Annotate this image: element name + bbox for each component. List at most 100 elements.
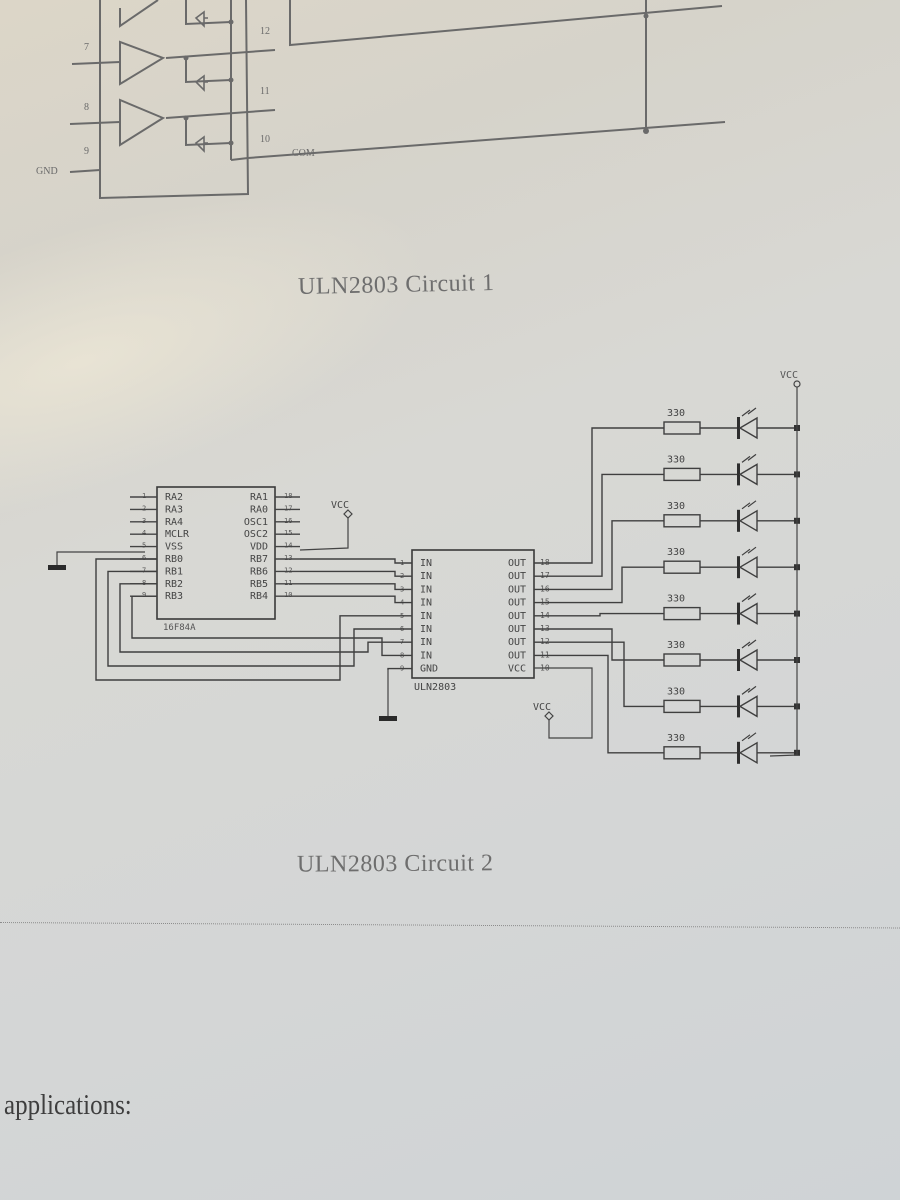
resistor-icon (663, 467, 701, 482)
led-light-arrows-icon (741, 407, 757, 417)
signal-wire (119, 583, 412, 653)
driver-pin-label: OUT (508, 558, 526, 569)
resistor-value: 330 (667, 594, 685, 605)
mcu-body (156, 486, 276, 620)
mcu-part-label: 16F84A (163, 623, 196, 633)
driver-pin-label: OUT (508, 611, 526, 622)
circuit1-pin-label: 11 (260, 86, 270, 97)
mcu-vss-wire (56, 551, 145, 568)
led-channel: 330 (534, 593, 800, 625)
resistor-icon (663, 606, 701, 621)
driver-pin-label: IN (420, 624, 432, 635)
driver-pin-label: IN (420, 650, 432, 661)
led-channel: 330 (534, 453, 800, 577)
circuit1-diagram (69, 0, 726, 200)
mcu-pin-label: RB3 (165, 591, 183, 602)
driver-pin-label: GND (420, 664, 438, 675)
clamp-diode-icon (194, 135, 208, 153)
mcu-pin-label: RB0 (165, 554, 183, 565)
mcu-pin-label: RA1 (250, 492, 268, 503)
mcu-pin-label: RA0 (250, 504, 268, 515)
circuit1-clamp-7 (185, 58, 232, 84)
led-common-rail (769, 387, 798, 757)
output-wire (534, 520, 664, 591)
driver-pin-label: IN (420, 637, 432, 648)
output-wire (534, 473, 664, 577)
circuit1-diodes (194, 10, 208, 153)
led-channel: 330 (534, 628, 800, 672)
clamp-diode-icon (194, 74, 208, 92)
circuit1-input-8 (69, 121, 121, 125)
led-icon (738, 463, 758, 486)
driver-pin-label: OUT (508, 624, 526, 635)
led-cathode-bar (737, 509, 740, 532)
led-cathode-bar (737, 602, 740, 625)
mcu-pin-label: VSS (165, 542, 183, 553)
mcu-pin-label: RB7 (250, 554, 268, 565)
signal-wire (300, 570, 412, 577)
mcu-pin-label: RA4 (165, 517, 183, 528)
driver-pin-label: OUT (508, 571, 526, 582)
vcc-symbol-led-rail (769, 380, 801, 757)
resistor-icon (663, 699, 701, 714)
led-light-arrows-icon (741, 500, 757, 510)
driver-part-label: ULN2803 (414, 682, 456, 693)
driver-pin-label: IN (420, 571, 432, 582)
signal-wire (107, 570, 412, 667)
driver-body (411, 549, 535, 679)
circuit1-pin-label: 12 (260, 26, 270, 37)
circuit1-ic-body (99, 0, 250, 200)
circuit1-output-7 (165, 49, 276, 59)
driver-pin-label: VCC (508, 664, 526, 675)
led-cathode-bar (737, 741, 740, 764)
vcc-terminal-icon (544, 711, 554, 721)
mcu-pin-number: 2 (142, 504, 146, 512)
mcu-pin-number: 7 (142, 566, 146, 574)
mcu-pin-number: 6 (142, 554, 146, 562)
mcu-pin-number: 18 (284, 492, 292, 500)
mcu-pin-label: RB1 (165, 566, 183, 577)
led-cathode-bar (737, 463, 740, 486)
led-light-arrows-icon (741, 453, 757, 463)
mcu-pin-label: VDD (250, 542, 268, 553)
circuit1-com-label: COM (292, 148, 315, 159)
mcu-pin-number: 8 (142, 579, 146, 587)
vcc-symbol-mcu (299, 509, 353, 551)
output-wire (534, 641, 664, 708)
mcu-pin-label: RB6 (250, 566, 268, 577)
mcu-pin-label: OSC2 (244, 529, 268, 540)
circuit1-buffer-8 (119, 98, 166, 147)
figure-caption-circuit-1: ULN2803 Circuit 1 (297, 269, 495, 301)
circuit1-input-7 (71, 61, 121, 65)
driver-pin-label: OUT (508, 584, 526, 595)
circuit1-pin-label: 8 (84, 102, 89, 113)
resistor-value: 330 (667, 640, 685, 651)
mcu-pin-number: 16 (284, 517, 292, 525)
ground-icon (379, 716, 397, 721)
signal-wire (300, 583, 412, 591)
led-cathode-bar (737, 417, 740, 439)
mcu-pin-number: 13 (284, 554, 292, 562)
led-light-arrows-icon (741, 732, 757, 742)
mcu-pin-number: 11 (284, 579, 292, 587)
resistor-icon (663, 746, 701, 760)
signal-wire (300, 558, 412, 564)
circuit1-gnd-line (69, 169, 101, 173)
resistor-value: 330 (667, 547, 685, 558)
clamp-diode-icon (194, 10, 208, 28)
resistor-icon (663, 653, 701, 667)
resistor-icon (663, 421, 701, 435)
mcu-pin-label: RB5 (250, 579, 268, 590)
circuit1-pin-label: 10 (260, 134, 270, 145)
mcu-pin-label: RA3 (165, 504, 183, 515)
mcu-pin-label: RA2 (165, 492, 183, 503)
led-channel: 330 (534, 407, 800, 564)
resistor-value: 330 (667, 733, 685, 744)
driver-pin-label: OUT (508, 650, 526, 661)
led-channel: 330 (534, 500, 800, 591)
circuit1-pin-label: 9 (84, 146, 89, 157)
circuit1-gnd-label: GND (36, 166, 58, 177)
circuit1-pin-label: 7 (84, 42, 89, 53)
led-icon (738, 509, 758, 533)
